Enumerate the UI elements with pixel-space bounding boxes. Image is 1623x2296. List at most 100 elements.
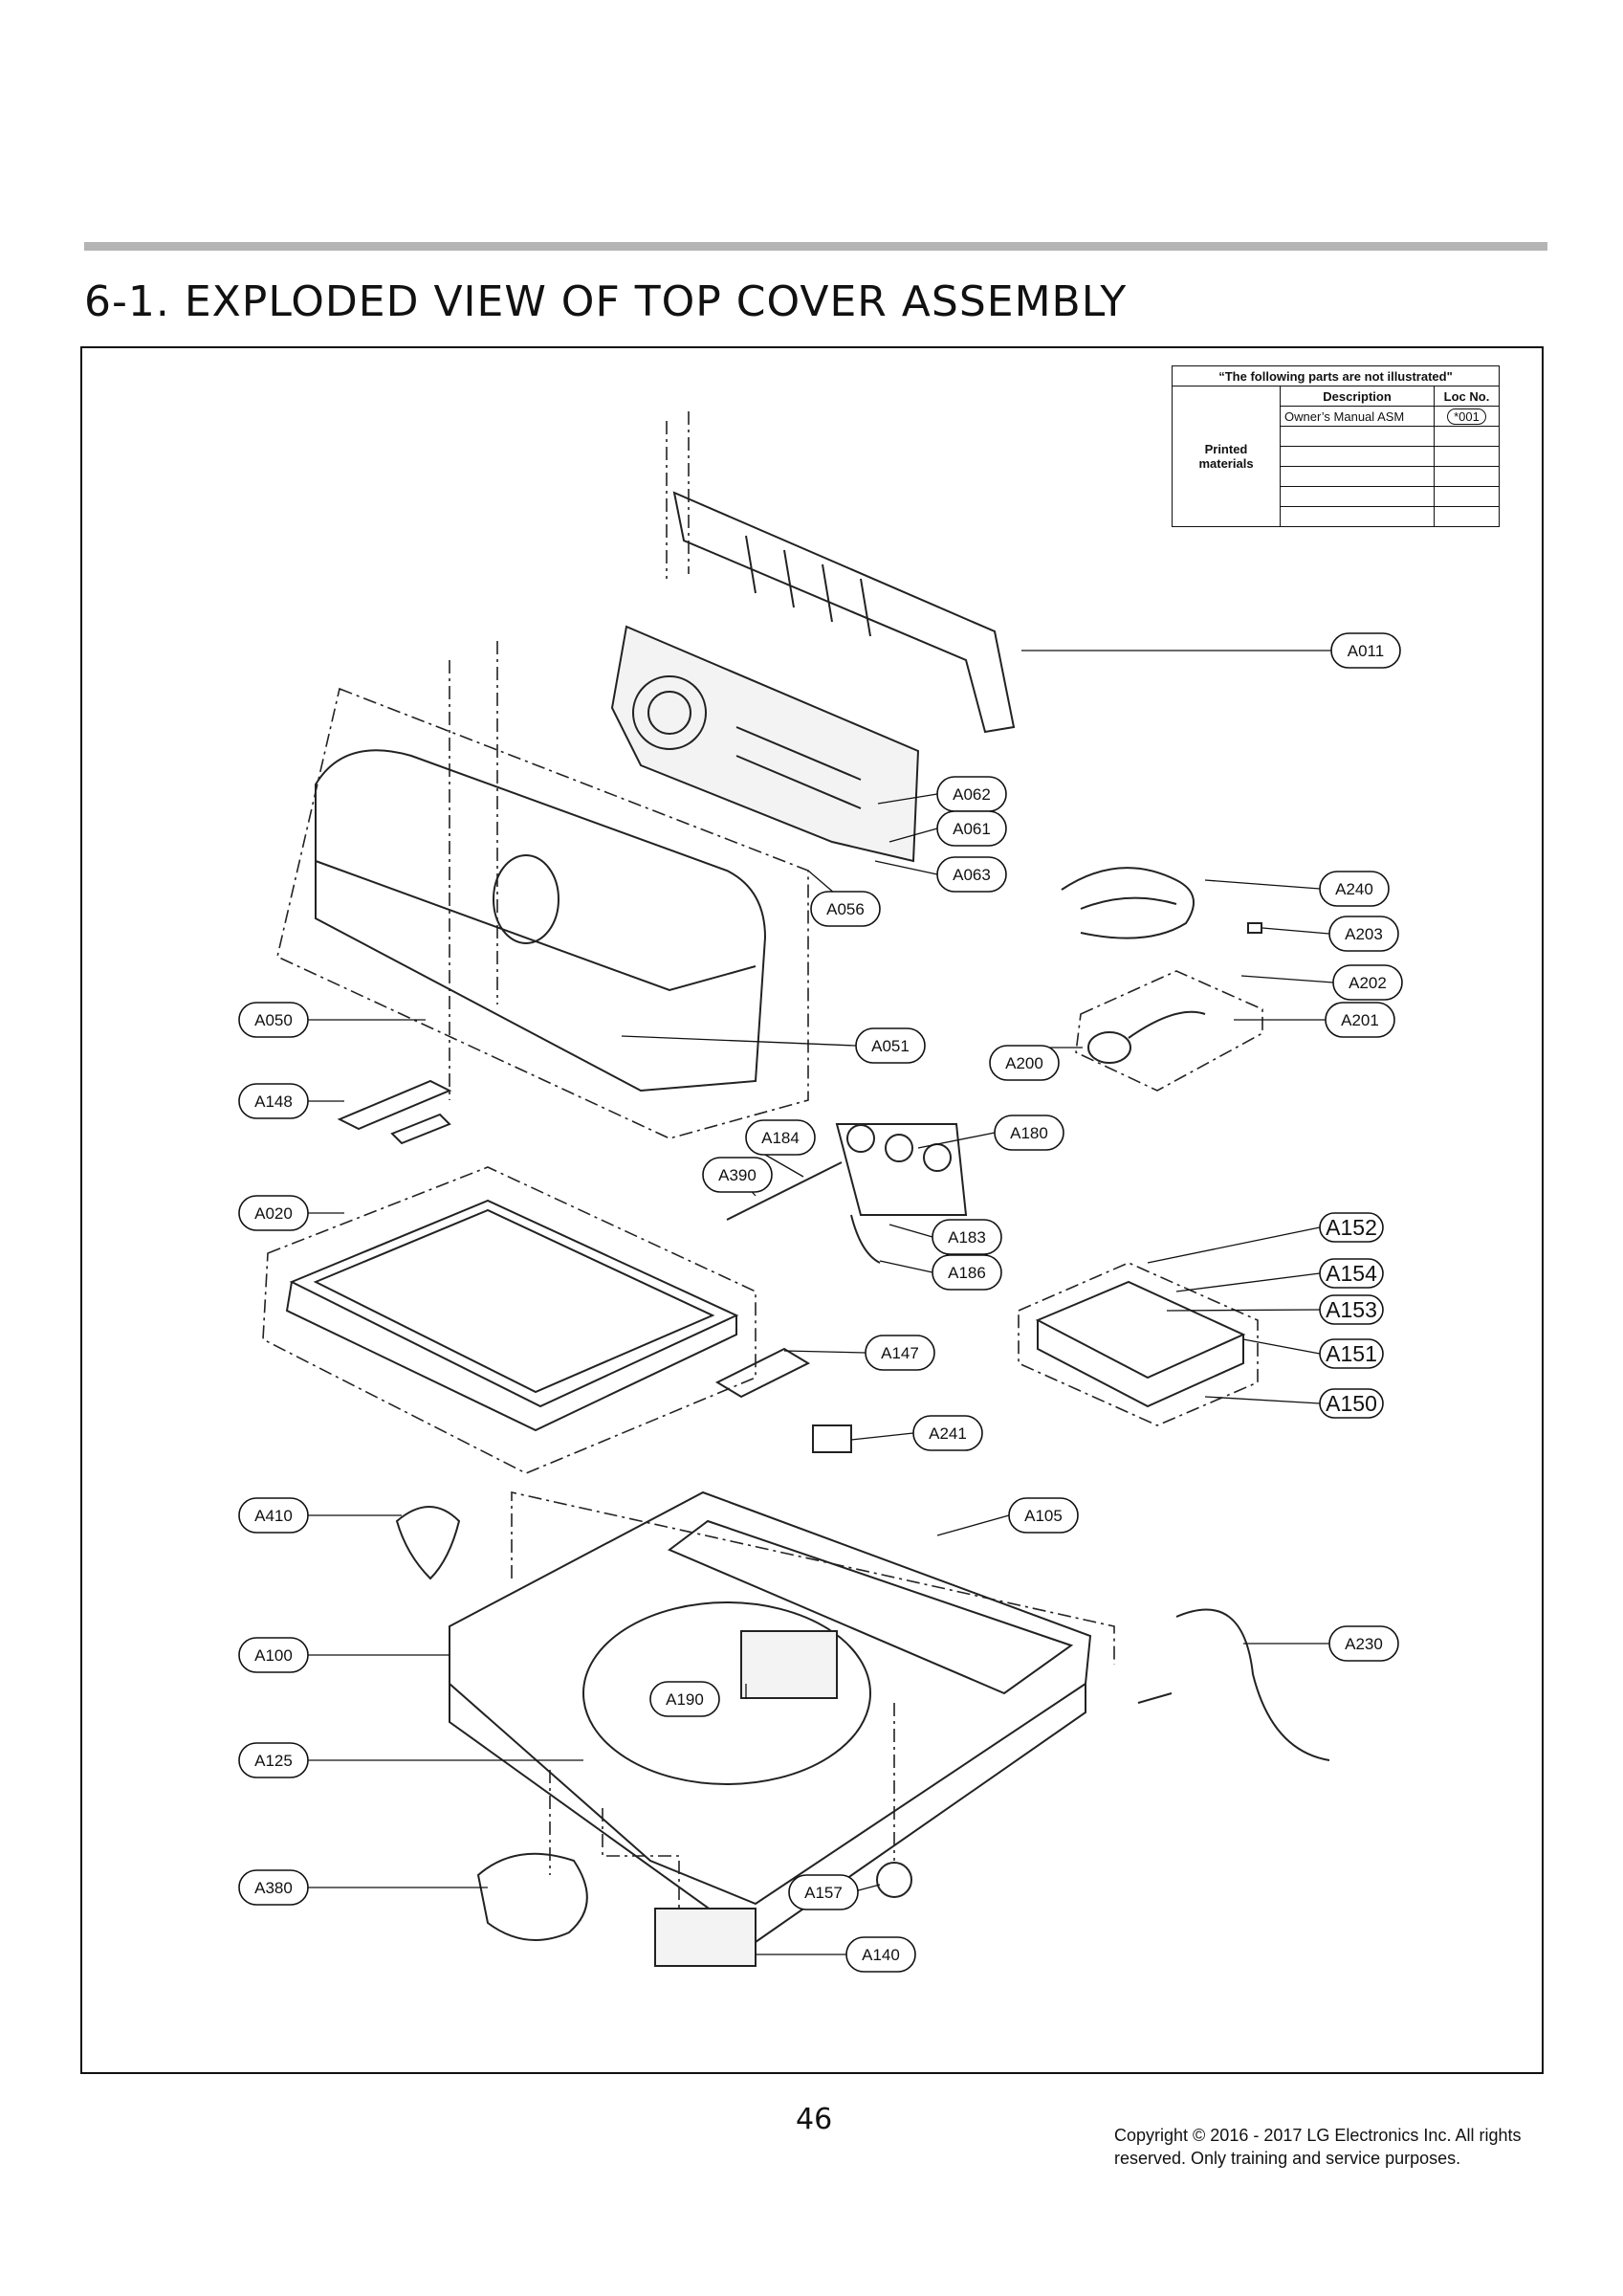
callout-oval [745, 1119, 816, 1156]
callout-label: A151 [1326, 1341, 1377, 1366]
callout-label: A230 [1345, 1635, 1383, 1653]
dispenser-drawer-part [1018, 1262, 1259, 1426]
leader-line [1204, 1396, 1321, 1404]
callout-oval [238, 1869, 309, 1906]
callout-a190: A190 [649, 1681, 747, 1717]
callout-oval [1319, 1388, 1384, 1419]
top-rule [84, 242, 1547, 251]
misc-parts [395, 1506, 1330, 1967]
callout-a157: A157 [788, 1874, 881, 1910]
leader-line [1204, 879, 1321, 890]
callout-a105: A105 [936, 1497, 1079, 1536]
page-number: 46 [796, 2103, 833, 2136]
callout-label: A056 [826, 900, 865, 918]
leader-line [1261, 927, 1330, 935]
pcb-assembly-part [449, 625, 920, 1100]
empty-cell [1434, 486, 1500, 507]
callout-label: A200 [1005, 1054, 1043, 1072]
callout-label: A202 [1349, 974, 1387, 992]
table-row [1173, 506, 1500, 527]
callout-a147: A147 [783, 1335, 935, 1371]
empty-cell [1434, 446, 1500, 467]
lid-lock-part [714, 1347, 852, 1453]
callout-a151: A151 [1242, 1338, 1384, 1369]
callout-a202: A202 [1240, 964, 1403, 1001]
callout-a390: A390 [702, 1157, 773, 1197]
copyright-notice: Copyright © 2016 - 2017 LG Electronics I… [1114, 2124, 1535, 2170]
table-row [1173, 466, 1500, 487]
callout-a100: A100 [238, 1637, 450, 1673]
leader-line [877, 793, 938, 805]
callout-a152: A152 [1147, 1212, 1384, 1264]
callout-oval [238, 1083, 309, 1119]
table-row [1173, 486, 1500, 507]
callout-label: A125 [254, 1752, 293, 1770]
callout-a186: A186 [879, 1254, 1002, 1291]
callout-oval [1319, 871, 1390, 907]
callout-oval [1328, 916, 1399, 952]
loc-column-header: Loc No. [1434, 386, 1500, 407]
callout-label: A020 [254, 1204, 293, 1223]
callout-oval [932, 1254, 1002, 1291]
copyright-line: reserved. Only training and service purp… [1114, 2149, 1461, 2168]
callout-label: A184 [761, 1129, 800, 1147]
callout-oval [238, 1002, 309, 1038]
category-cell: Printed materials [1172, 386, 1281, 527]
empty-cell [1434, 426, 1500, 447]
callout-label: A063 [953, 866, 991, 884]
callout-oval [989, 1045, 1060, 1081]
callout-oval [1328, 1625, 1399, 1662]
callout-label: A140 [862, 1946, 900, 1964]
leader-line [879, 1260, 933, 1273]
empty-cell [1434, 466, 1500, 487]
leader-line [850, 1432, 914, 1441]
callout-oval [1008, 1497, 1079, 1534]
callout-oval [238, 1195, 309, 1231]
empty-cell [1279, 486, 1436, 507]
callout-label: A180 [1010, 1124, 1048, 1142]
callout-oval [788, 1874, 859, 1910]
callout-oval [702, 1157, 773, 1193]
callout-a063: A063 [874, 856, 1007, 893]
callout-oval [1330, 632, 1401, 669]
leader-line [888, 828, 938, 843]
table-row [1173, 446, 1500, 467]
control-panel-rear-part [666, 411, 1016, 734]
callout-a203: A203 [1261, 916, 1399, 952]
callout-oval [936, 810, 1007, 847]
callout-a050: A050 [238, 1002, 426, 1038]
callout-a184: A184 [745, 1119, 816, 1178]
leader-line [936, 1514, 1010, 1536]
leader-line [888, 1224, 933, 1238]
callout-oval [932, 1219, 1002, 1255]
callout-a011: A011 [1021, 632, 1401, 669]
empty-cell [1279, 426, 1436, 447]
callout-a150: A150 [1204, 1388, 1384, 1419]
callout-label: A062 [953, 785, 991, 804]
wire-harness-part [1061, 867, 1262, 939]
empty-cell [1434, 506, 1500, 527]
copyright-line: Copyright © 2016 - 2017 LG Electronics I… [1114, 2126, 1522, 2145]
callout-label: A157 [804, 1884, 843, 1902]
callout-label: A150 [1326, 1391, 1377, 1416]
callout-label: A190 [666, 1690, 704, 1709]
callout-a154: A154 [1175, 1258, 1384, 1292]
callout-oval [1319, 1258, 1384, 1289]
control-panel-front-part [276, 687, 809, 1139]
pressure-switch-part [1075, 970, 1263, 1092]
loc-oval: *001 [1447, 408, 1486, 425]
lid-part [262, 1166, 757, 1474]
callout-oval [936, 856, 1007, 893]
callout-oval [1319, 1294, 1384, 1325]
leader-line [783, 1350, 866, 1354]
callout-oval [1319, 1212, 1384, 1243]
diagram-frame [80, 346, 1544, 2074]
callout-oval [912, 1415, 983, 1451]
callout-oval [649, 1681, 720, 1717]
callout-label: A240 [1335, 880, 1373, 898]
callout-a183: A183 [888, 1219, 1002, 1255]
leader-line [1240, 975, 1334, 983]
not-illustrated-parts-table: “The following parts are not illustrated… [1172, 365, 1500, 527]
water-valve-part [726, 1123, 968, 1264]
